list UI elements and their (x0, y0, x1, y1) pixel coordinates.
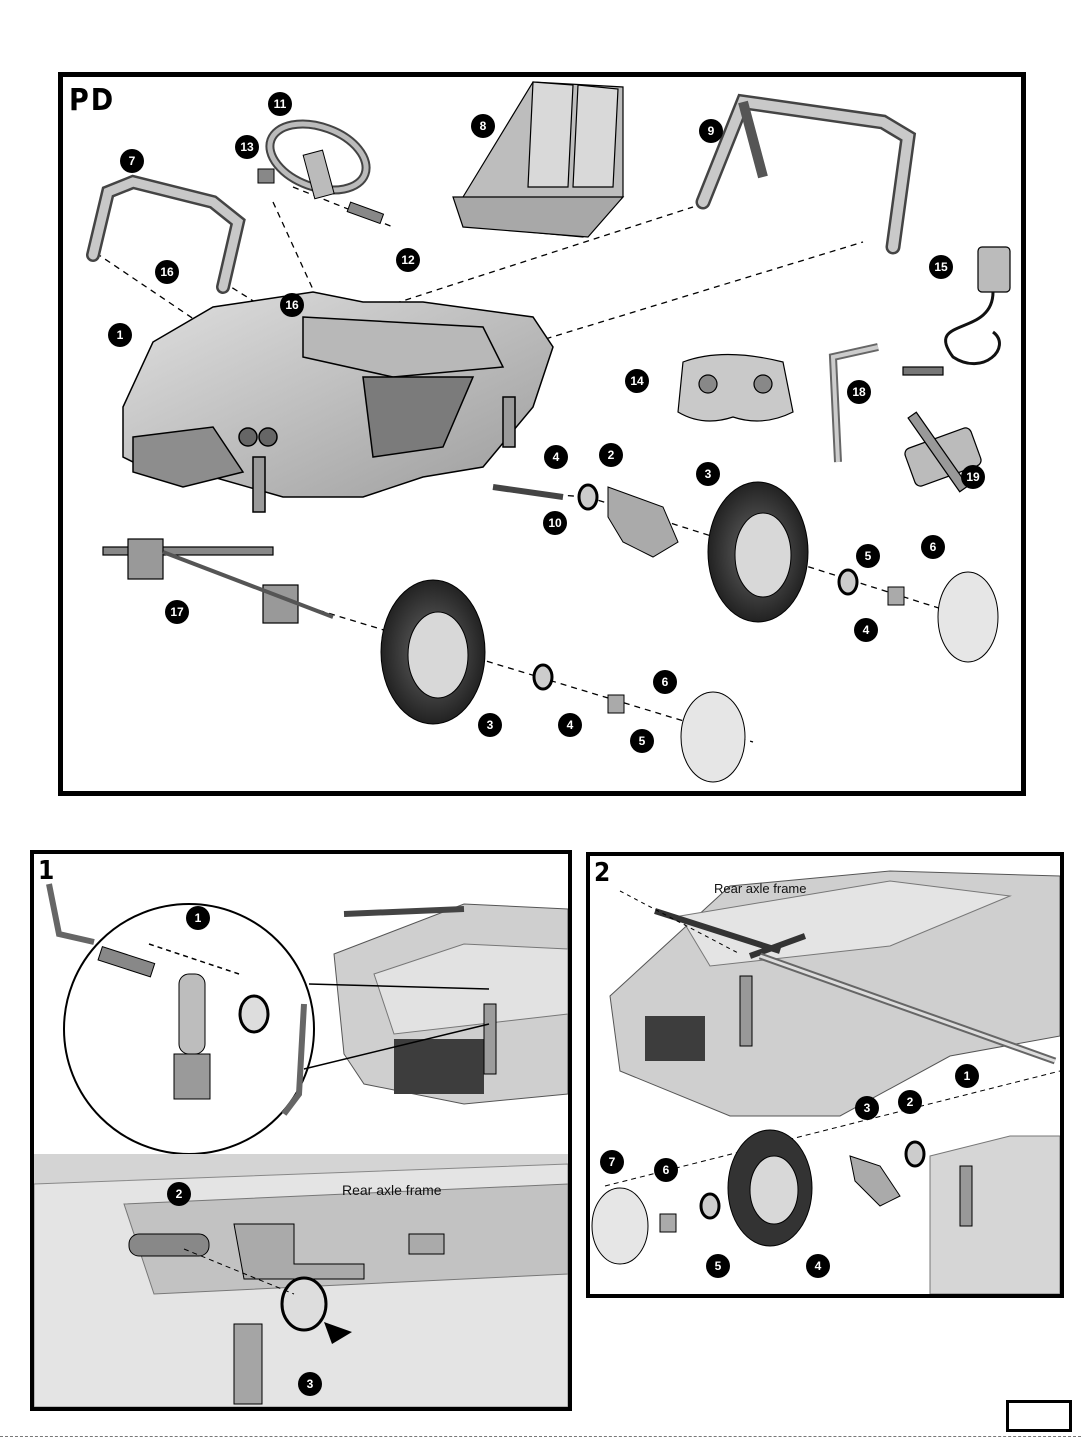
callout-1: 1 (108, 323, 132, 347)
allen-key (833, 347, 878, 462)
callout-4: 4 (558, 713, 582, 737)
callout-19: 19 (961, 465, 985, 489)
callout-2: 2 (599, 443, 623, 467)
parts-diagram-panel: PD (58, 72, 1026, 796)
step-2-panel: 2 Rear axle frame 1 2 3 4 5 6 7 (586, 852, 1064, 1298)
callout-13: 13 (235, 135, 259, 159)
callout-3: 3 (478, 713, 502, 737)
step-1-callout-3: 3 (298, 1372, 322, 1396)
charger (903, 247, 1010, 375)
rear-drive-assembly (103, 539, 333, 623)
step-1-caption: Rear axle frame (342, 1182, 442, 1198)
gearbox (608, 487, 678, 557)
callout-16: 16 (155, 260, 179, 284)
remote-control (678, 355, 793, 422)
step-1-callout-2: 2 (167, 1182, 191, 1206)
wheel-upper (708, 482, 808, 622)
callout-17: 17 (165, 600, 189, 624)
page-number-box (1006, 1400, 1072, 1432)
callout-8: 8 (471, 114, 495, 138)
step-2-callout-3: 3 (855, 1096, 879, 1120)
callout-15: 15 (929, 255, 953, 279)
callout-16: 16 (280, 293, 304, 317)
step-1-detail-callout: 1 (186, 906, 210, 930)
step-1-panel: 1 1 2 3 Rear axle frame (30, 850, 572, 1411)
step-2-callout-4: 4 (806, 1254, 830, 1278)
callout-12: 12 (396, 248, 420, 272)
callout-5: 5 (630, 729, 654, 753)
callout-5: 5 (856, 544, 880, 568)
callout-14: 14 (625, 369, 649, 393)
step-2-illustration (590, 856, 1060, 1294)
step-2-callout-5: 5 (706, 1254, 730, 1278)
callout-9: 9 (699, 119, 723, 143)
callout-3: 3 (696, 462, 720, 486)
callout-10: 10 (543, 511, 567, 535)
car-body (123, 292, 553, 512)
bottom-rule (0, 1436, 1081, 1437)
callout-4: 4 (854, 618, 878, 642)
callout-7: 7 (120, 149, 144, 173)
step-2-callout-2: 2 (898, 1090, 922, 1114)
step-1-illustration (34, 854, 568, 1407)
seat (453, 82, 623, 237)
callout-18: 18 (847, 380, 871, 404)
callout-4: 4 (544, 445, 568, 469)
wheel-lower (381, 580, 485, 724)
step-2-callout-1: 1 (955, 1064, 979, 1088)
step-2-caption: Rear axle frame (714, 881, 806, 896)
step-2-callout-6: 6 (654, 1158, 678, 1182)
parts-illustration (63, 77, 1021, 791)
step-2-callout-7: 7 (600, 1150, 624, 1174)
callout-6: 6 (653, 670, 677, 694)
callout-11: 11 (268, 92, 292, 116)
callout-6: 6 (921, 535, 945, 559)
